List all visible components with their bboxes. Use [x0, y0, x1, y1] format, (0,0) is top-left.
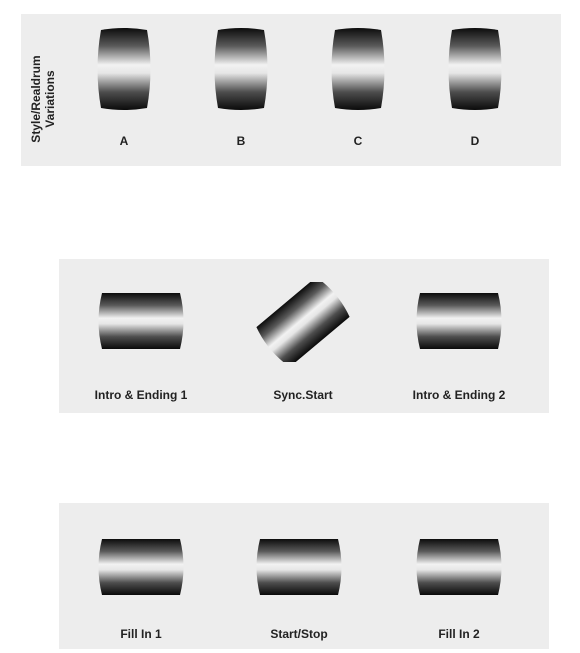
drum-button-icon: [412, 291, 506, 351]
variations-title-line2: Variations: [43, 55, 57, 142]
intro-ending-1-button[interactable]: [94, 291, 188, 351]
intro-ending-1-label: Intro & Ending 1: [61, 388, 221, 402]
drum-button-icon: [210, 27, 272, 111]
variation-d-button[interactable]: [444, 27, 506, 111]
variation-a-button[interactable]: [93, 27, 155, 111]
fill-in-2-label: Fill In 2: [409, 627, 509, 641]
start-stop-button[interactable]: [252, 537, 346, 597]
variation-d-label: D: [455, 134, 495, 148]
drum-button-icon: [256, 282, 350, 362]
sync-start-button[interactable]: [256, 282, 350, 362]
fill-in-2-button[interactable]: [412, 537, 506, 597]
variation-c-button[interactable]: [327, 27, 389, 111]
variations-title-line1: Style/Realdrum: [29, 55, 43, 142]
drum-button-icon: [94, 291, 188, 351]
fill-in-1-button[interactable]: [94, 537, 188, 597]
sync-start-label: Sync.Start: [243, 388, 363, 402]
drum-button-icon: [93, 27, 155, 111]
variation-b-button[interactable]: [210, 27, 272, 111]
drum-button-icon: [412, 537, 506, 597]
fill-in-1-label: Fill In 1: [91, 627, 191, 641]
drum-button-icon: [444, 27, 506, 111]
variation-a-label: A: [104, 134, 144, 148]
start-stop-label: Start/Stop: [249, 627, 349, 641]
variations-title: Style/Realdrum Variations: [28, 34, 58, 164]
intro-ending-2-button[interactable]: [412, 291, 506, 351]
drum-button-icon: [252, 537, 346, 597]
variation-c-label: C: [338, 134, 378, 148]
drum-button-icon: [327, 27, 389, 111]
intro-ending-2-label: Intro & Ending 2: [378, 388, 540, 402]
variation-b-label: B: [221, 134, 261, 148]
drum-button-icon: [94, 537, 188, 597]
